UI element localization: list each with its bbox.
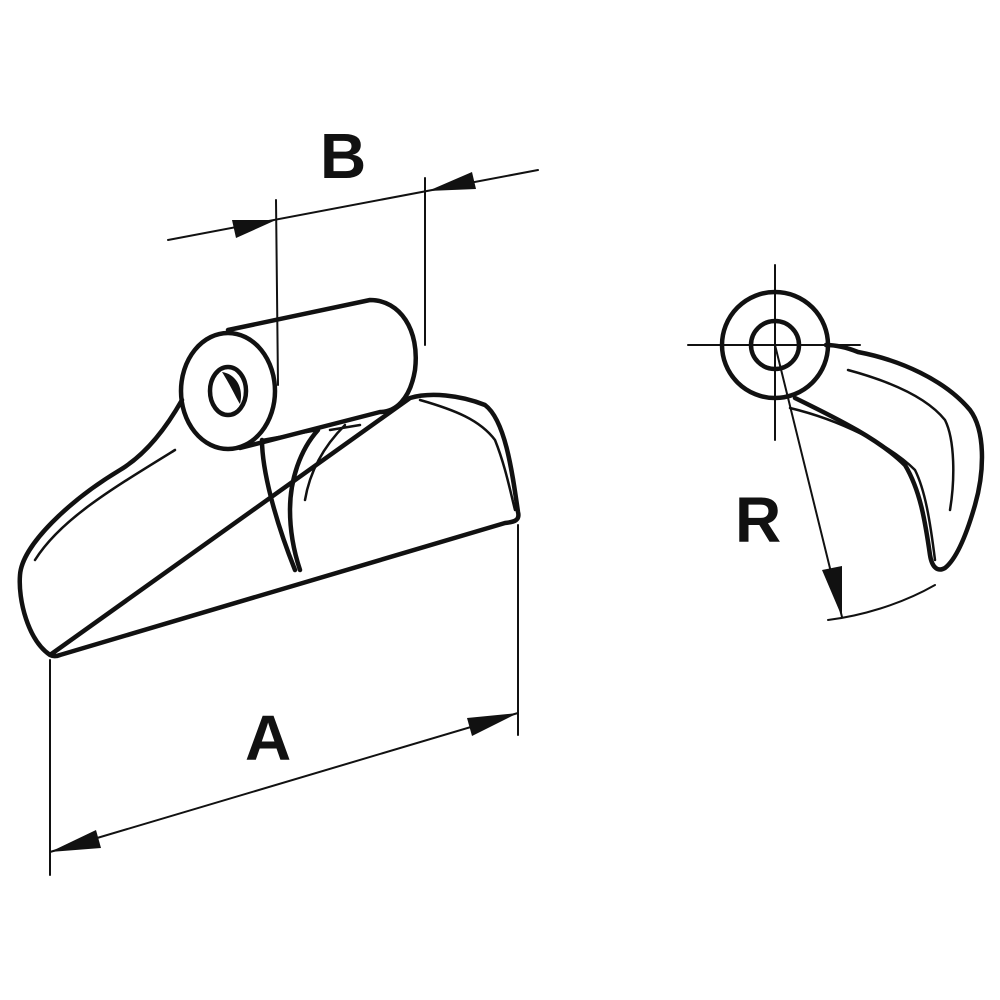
dimension-b-extension-left xyxy=(275,199,279,386)
hook-profile-outer xyxy=(792,342,985,572)
dimension-b-label: B xyxy=(320,120,366,192)
blade-rib xyxy=(259,437,298,573)
tube-bore xyxy=(207,364,249,418)
dimension-a-label: A xyxy=(245,702,291,774)
dimension-r-label: R xyxy=(735,484,781,556)
dimension-b-arrow-left xyxy=(232,220,276,238)
hook-profile-inner xyxy=(846,368,955,512)
dimension-a: A xyxy=(49,524,519,876)
blade-rib-right xyxy=(287,427,321,573)
dimension-b-line xyxy=(167,169,539,241)
dimension-r-arrow xyxy=(822,566,842,617)
blade-perspective-view: B A xyxy=(17,120,539,876)
dimension-a-arrow-left xyxy=(50,830,101,852)
tube-body xyxy=(225,297,419,451)
dimension-b: B xyxy=(167,120,539,386)
blade-body-outline xyxy=(17,392,521,659)
dimension-a-arrow-right xyxy=(467,713,518,736)
hook-profile-lower xyxy=(788,406,937,562)
dimension-a-line xyxy=(49,712,519,853)
mounting-tube xyxy=(178,297,419,452)
dimension-r: R xyxy=(735,344,936,621)
blade-rib-inner xyxy=(303,423,347,502)
tube-bore-shade xyxy=(222,372,242,404)
tube-end-face xyxy=(178,330,278,452)
dimension-b-arrow-right xyxy=(428,172,476,191)
dimension-r-arc xyxy=(827,584,936,621)
blade-inner-edge xyxy=(33,448,177,562)
hub-bore xyxy=(748,318,802,372)
blade-side-view: R xyxy=(687,264,985,621)
blade-rear-edge xyxy=(418,398,517,512)
